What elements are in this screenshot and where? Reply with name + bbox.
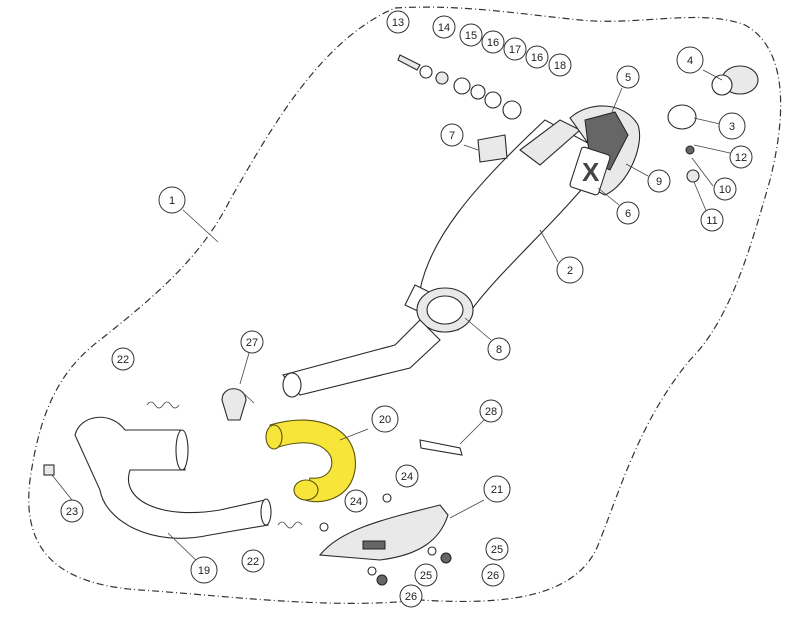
heat-shield (318, 504, 449, 561)
callout-number: 24 (401, 471, 413, 483)
washer-25b (367, 566, 377, 576)
callout-26b[interactable]: 26 (399, 584, 423, 608)
nut-26a (440, 552, 452, 564)
callout-24a[interactable]: 24 (344, 489, 368, 513)
callout-16b[interactable]: 16 (525, 45, 549, 69)
clamp-ring-small (667, 104, 697, 130)
callout-number: 22 (247, 556, 259, 568)
callout-number: 21 (491, 484, 503, 496)
callout-number: 5 (625, 72, 631, 84)
callout-1[interactable]: 1 (158, 186, 186, 214)
washer-24b (382, 493, 392, 503)
callout-number: 2 (567, 265, 573, 277)
callout-number: 9 (656, 176, 662, 188)
callout-26a[interactable]: 26 (481, 563, 505, 587)
callout-number: 16 (531, 52, 543, 64)
callout-11[interactable]: 11 (700, 208, 724, 232)
callout-18[interactable]: 18 (548, 53, 572, 77)
link-pipe (282, 319, 441, 398)
spring-lower (277, 521, 303, 529)
callout-number: 17 (509, 44, 521, 56)
callout-number: 26 (487, 570, 499, 582)
callout-number: 14 (438, 22, 450, 34)
callout-number: 26 (405, 591, 417, 603)
callout-8[interactable]: 8 (487, 337, 511, 361)
leader-lines (51, 69, 731, 569)
callout-number: 10 (719, 184, 731, 196)
callout-number: 15 (465, 30, 477, 42)
callout-6[interactable]: 6 (616, 201, 640, 225)
callout-17[interactable]: 17 (503, 37, 527, 61)
bolt-stack (397, 54, 522, 120)
callout-number: 6 (625, 208, 631, 220)
callout-24b[interactable]: 24 (395, 464, 419, 488)
logo-text: X (582, 157, 600, 187)
callout-number: 7 (449, 130, 455, 142)
clamp-ring-large (711, 65, 759, 96)
callout-22a[interactable]: 22 (111, 347, 135, 371)
callout-number: 12 (735, 152, 747, 164)
callout-2[interactable]: 2 (556, 256, 584, 284)
header-pipe (74, 416, 272, 539)
callout-number: 24 (350, 496, 362, 508)
callout-12[interactable]: 12 (729, 145, 753, 169)
callout-7[interactable]: 7 (440, 123, 464, 147)
highlighted-header-bend (265, 419, 356, 503)
washer-25a (427, 546, 437, 556)
callout-27[interactable]: 27 (240, 330, 264, 354)
washer-24a (319, 522, 329, 532)
callout-number: 4 (687, 55, 693, 67)
mount-bracket (477, 134, 508, 163)
callout-number: 8 (496, 344, 502, 356)
callout-number: 16 (487, 37, 499, 49)
callout-5[interactable]: 5 (616, 65, 640, 89)
callout-number: 27 (246, 337, 258, 349)
sealant-tube (419, 439, 463, 456)
callout-number: 1 (169, 195, 175, 207)
callout-16a[interactable]: 16 (481, 30, 505, 54)
rear-section-clamp (416, 287, 474, 333)
callout-10[interactable]: 10 (713, 177, 737, 201)
callout-25b[interactable]: 25 (414, 563, 438, 587)
callout-19[interactable]: 19 (190, 556, 218, 584)
callout-number: 3 (729, 121, 735, 133)
callout-number: 19 (198, 565, 210, 577)
callout-23[interactable]: 23 (60, 499, 84, 523)
callout-number: 22 (117, 354, 129, 366)
callout-22b[interactable]: 22 (241, 549, 265, 573)
callout-number: 28 (485, 406, 497, 418)
callout-20[interactable]: 20 (371, 405, 399, 433)
link-clamp (221, 388, 247, 421)
callout-number: 23 (66, 506, 78, 518)
callout-number: 18 (554, 60, 566, 72)
callout-bubbles: 1 2 3 4 5 6 7 8 9 10 11 12 13 14 15 16 1… (60, 10, 753, 608)
callout-14[interactable]: 14 (432, 15, 456, 39)
callout-25a[interactable]: 25 (485, 537, 509, 561)
callout-28[interactable]: 28 (479, 399, 503, 423)
callout-9[interactable]: 9 (647, 169, 671, 193)
spring-upper (146, 401, 180, 409)
callout-3[interactable]: 3 (718, 112, 746, 140)
callout-13[interactable]: 13 (386, 10, 410, 34)
washer-small (685, 145, 695, 155)
logo-plate: X (569, 146, 611, 196)
clip (43, 464, 55, 476)
callout-number: 20 (379, 414, 391, 426)
callout-4[interactable]: 4 (676, 46, 704, 74)
callout-number: 11 (706, 215, 717, 227)
nut (686, 169, 700, 183)
callout-number: 25 (491, 544, 503, 556)
callout-15[interactable]: 15 (459, 23, 483, 47)
assembly-outline (28, 6, 782, 604)
callout-number: 13 (392, 17, 404, 29)
nut-26b (376, 574, 388, 586)
callout-number: 25 (420, 570, 432, 582)
callout-21[interactable]: 21 (483, 475, 511, 503)
